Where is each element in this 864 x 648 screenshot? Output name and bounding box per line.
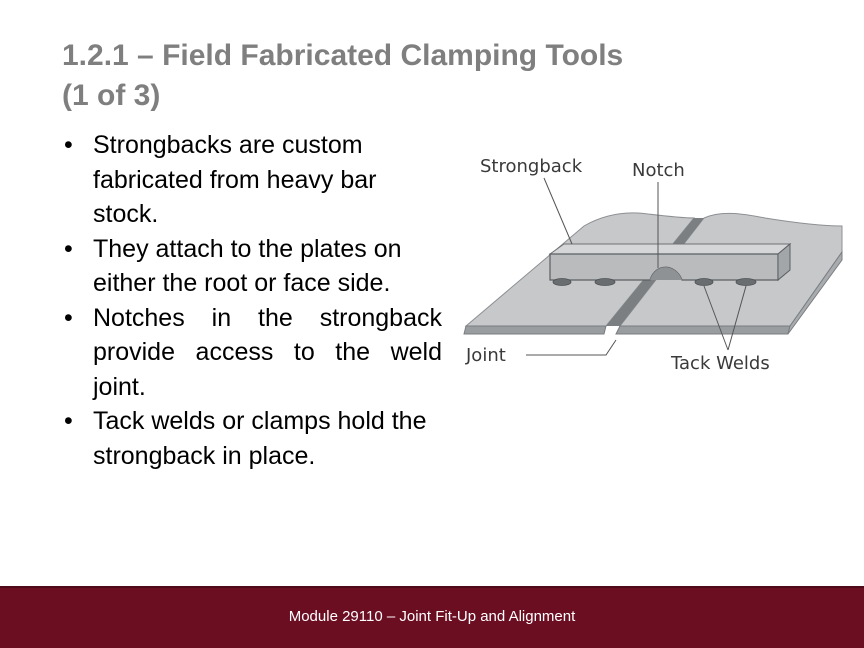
bullet-text: Strongbacks are custom fabricated from h… [93, 131, 377, 228]
joint-leader [526, 339, 617, 356]
slide-title: 1.2.1 – Field Fabricated Clamping Tools … [62, 36, 822, 116]
slide-title-line-1: 1.2.1 – Field Fabricated Clamping Tools [62, 39, 624, 72]
bullet-text: Tack welds or clamps hold the strongback… [93, 407, 427, 470]
bullet-dot: • [64, 407, 73, 435]
notch [650, 267, 682, 280]
tack-welds-label: Tack Welds [670, 353, 770, 374]
bullet-text: Notches in the strongback provide access… [93, 303, 442, 401]
tack-weld [694, 278, 714, 286]
joint-label: Joint [465, 345, 506, 366]
tack-weld [735, 278, 757, 286]
bullet-dot: • [64, 303, 73, 332]
strongback-end [777, 242, 791, 282]
bullet-item: • Tack welds or clamps hold the strongba… [62, 404, 442, 473]
strongback-diagram: Strongback Notch Joint Tack Welds [463, 156, 843, 374]
bullet-dot: • [64, 131, 73, 159]
tack-weld [594, 278, 616, 286]
notch-label: Notch [632, 160, 685, 181]
footer-text: Module 29110 – Joint Fit-Up and Alignmen… [288, 608, 576, 625]
tack-welds-leader-1 [703, 285, 729, 351]
bullet-item: • Strongbacks are custom fabricated from… [62, 128, 442, 232]
right-plate-side-edge [787, 250, 843, 335]
bullet-item: • They attach to the plates on either th… [62, 232, 442, 301]
strongback-label: Strongback [480, 156, 583, 177]
bullet-dot: • [64, 234, 73, 263]
strongback-illustration: Strongback Notch Joint Tack Welds [460, 148, 864, 380]
bullet-list: • Strongbacks are custom fabricated from… [62, 128, 442, 473]
strongback-top [548, 243, 792, 255]
footer-bar: Module 29110 – Joint Fit-Up and Alignmen… [0, 586, 864, 648]
right-plate-edge [615, 325, 791, 335]
tack-weld [552, 278, 572, 286]
slide-title-line-2: (1 of 3) [62, 79, 161, 112]
left-plate-edge [463, 325, 607, 335]
bullet-item: • Notches in the strongback provide acce… [62, 301, 442, 405]
bullet-text: They attach to the plates on either the … [93, 234, 402, 298]
strongback-leader [543, 177, 573, 245]
tack-welds-leader-2 [727, 285, 747, 351]
